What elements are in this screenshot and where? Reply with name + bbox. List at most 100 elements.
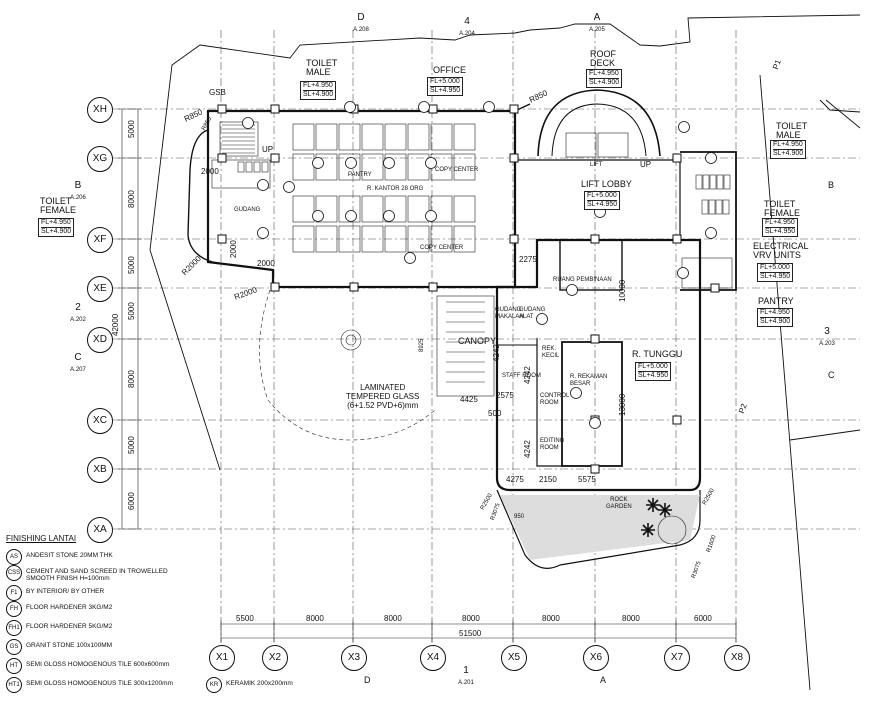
workstation [453,123,476,151]
building-walls [187,89,737,569]
stair-left [219,121,259,157]
legend-desc: SEMI GLOSS HOMOGENOUS TILE 300x1200mm [26,680,173,687]
room-tag [705,152,717,164]
canopy-frame [436,295,495,397]
workstation [292,225,315,253]
room-label-up-right: UP [640,160,652,169]
dim-length: 2575 [496,391,514,400]
slab-level: SL+4.950 [587,201,618,208]
room-label-office: OFFICE [433,65,466,75]
dim-length: 8925 [419,338,425,352]
slab-level: SL+4.900 [303,91,334,98]
floor-level: FL+4.950 [589,70,620,79]
dim-length: 4242 [523,440,532,458]
dim-row: 5000 [127,120,136,138]
toilet-stall [702,174,710,190]
legend-desc: CEMENT AND SAND SCREED IN TROWELLED SMOO… [26,568,168,582]
dim-row-total: 42000 [111,313,120,336]
legend-code: CSS [6,565,22,581]
section-letter: 1 [463,665,469,676]
section-letter: C [74,352,82,363]
toilet-block-left [211,159,271,189]
room-tag [570,387,582,399]
dim-length: 5575 [578,475,596,484]
wall-south-block [495,238,702,492]
workstation [407,225,430,253]
room-label-rek-kecil: REK.KECIL [542,346,560,359]
room-label-lift: LIFT [590,162,603,168]
dim-col: 5500 [236,614,254,623]
room-tag [312,210,324,222]
legend-code: F1 [6,585,22,601]
section-marker[interactable]: C A.207 [61,348,95,382]
workstation [338,225,361,253]
site-line-top [149,14,861,251]
slab-level: SL+4.950 [430,87,461,94]
floor-level: FL+5.000 [587,192,618,201]
dim-length: 500 [488,409,502,418]
grid-bubble-col: X4 [420,645,446,671]
room-tag [404,252,416,264]
room-tag [536,313,548,325]
column [710,283,720,293]
column [672,153,682,163]
column [217,104,227,114]
slab-level: SL+4.900 [41,228,72,235]
toilet-stall [716,174,724,190]
section-letter: B [74,180,82,191]
toilet-stall [723,174,731,190]
lift-car [565,132,597,158]
floor-level: FL+4.950 [303,82,334,91]
dim-length: 4242 [523,366,532,384]
site-line-right-a [819,99,861,113]
legend-code: HT [6,658,22,674]
legend-title: FINISHING LANTAI [6,534,77,543]
workstation [453,195,476,223]
dim-col-total: 51500 [459,629,482,638]
room-label-copy-center-1: COPY CENTER [435,167,479,173]
column [349,282,359,292]
room-tag [678,121,690,133]
column [217,153,227,163]
room-tag [312,157,324,169]
section-sheet: A.204 [459,31,475,37]
toilet-fixture [261,161,269,173]
dim-row: 8000 [127,190,136,208]
dim-col: 8000 [622,614,640,623]
wall-curve-left [187,129,221,265]
room-tag [283,181,295,193]
legend-code: GS [6,639,22,655]
room-tag [242,117,254,129]
column [672,234,682,244]
section-sheet: A.207 [70,367,86,373]
room-label-r-tunggu: R. TUNGGU [632,349,683,359]
fountain [340,329,362,351]
room-label-copy-center-2: COPY CENTER [420,245,464,251]
dim-length: 2000 [201,167,219,176]
dim-length: 2000 [257,259,275,268]
section-sheet: A.201 [458,680,474,686]
slab-level: SL+4.900 [589,79,620,86]
workstation [407,123,430,151]
section-sheet: A.205 [589,27,605,33]
toilet-stall [695,174,703,190]
garden-hatch [500,495,700,560]
